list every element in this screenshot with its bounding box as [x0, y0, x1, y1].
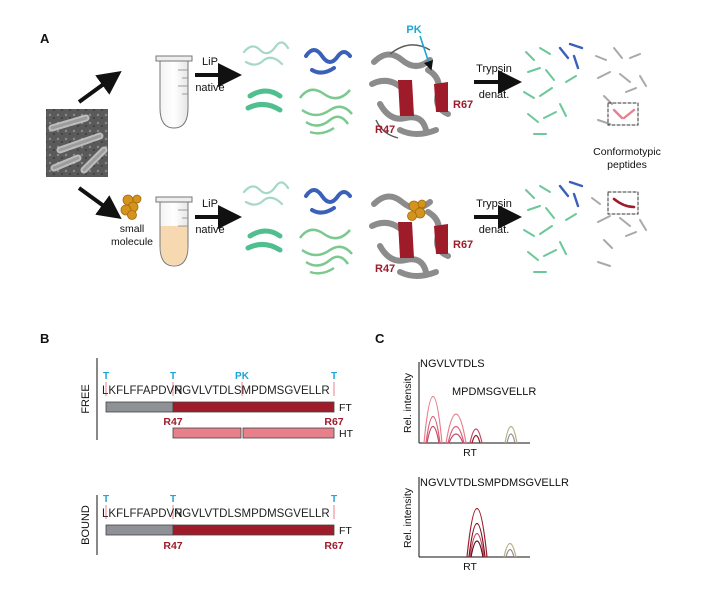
bound-seq-prefix: LKFLFFAPDVR	[102, 508, 183, 520]
free-seq-suffix: NGVLVTDLSMPDMSGVELLR	[174, 385, 330, 397]
top-peaks	[423, 395, 518, 444]
pk-label: PK	[406, 24, 421, 36]
free-label: FREE	[80, 384, 92, 413]
trypsin-label-top: Trypsin	[476, 63, 512, 75]
denat-label-top: denat.	[479, 89, 510, 101]
r67-label-bottom: R67	[453, 239, 473, 251]
sem-bacteria-image	[46, 109, 108, 177]
top-peptide-1: NGVLVTDLS	[420, 358, 485, 370]
panel-b-label: B	[40, 331, 49, 346]
conformotypic-label-1: Conformotypic	[593, 146, 661, 158]
free-ft-bar	[172, 401, 335, 413]
panel-c-label: C	[375, 331, 385, 346]
denat-label-bottom: denat.	[479, 224, 510, 236]
free-seq-prefix: LKFLFFAPDVR	[102, 385, 183, 397]
lip-label-bottom: LiP	[202, 198, 218, 210]
free-r47: R47	[163, 416, 182, 428]
bound-label: BOUND	[80, 505, 92, 545]
tryptic-mark-2: T	[170, 371, 176, 382]
tryptic-mark-3: T	[331, 371, 337, 382]
grey-protein-bottom	[369, 193, 451, 279]
r47-label-bottom: R47	[375, 263, 395, 275]
bottom-ylabel: Rel. intensity	[402, 487, 414, 548]
bound-tryptic-mark-1: T	[103, 494, 109, 505]
peptide-fragments-top	[523, 42, 647, 135]
small-molecule-label-1: small	[120, 223, 145, 235]
free-grey-bar	[105, 401, 174, 413]
bottom-peaks	[466, 507, 517, 558]
bound-ft-bar	[172, 524, 335, 536]
trypsin-label-bottom: Trypsin	[476, 198, 512, 210]
panel-a-label: A	[40, 31, 50, 46]
free-r67: R67	[324, 416, 343, 428]
tryptic-mark-1: T	[103, 371, 109, 382]
pk-mark: PK	[235, 371, 250, 382]
r67-label-top: R67	[453, 99, 473, 111]
top-peptide-2: MPDMSGVELLR	[452, 386, 536, 398]
small-molecule-icon	[120, 194, 142, 220]
arrow-down-right	[77, 186, 122, 220]
ht-label: HT	[339, 428, 354, 440]
bottom-xlabel: RT	[463, 561, 477, 573]
grey-protein-top	[369, 35, 451, 139]
tube-bottom	[155, 196, 193, 267]
bound-seq-suffix: NGVLVTDLSMPDMSGVELLR	[174, 508, 330, 520]
top-ylabel: Rel. intensity	[402, 372, 414, 433]
small-molecule-label-2: molecule	[111, 236, 153, 248]
bound-r67: R67	[324, 540, 343, 552]
bottom-peptide: NGVLVTDLSMPDMSGVELLR	[420, 477, 569, 489]
peptide-fragments-bottom	[523, 180, 647, 273]
ft-label: FT	[339, 402, 352, 414]
arrow-up-right	[77, 70, 122, 104]
bound-tryptic-mark-3: T	[331, 494, 337, 505]
bound-ft-label: FT	[339, 525, 352, 537]
ht-bar-1	[172, 427, 242, 439]
native-label-bottom: native	[195, 224, 224, 236]
native-label-top: native	[195, 82, 224, 94]
ht-bar-2	[242, 427, 335, 439]
r47-label-top: R47	[375, 124, 395, 136]
protein-structures-bottom	[242, 181, 353, 275]
tube-top	[155, 55, 193, 129]
top-xlabel: RT	[463, 447, 477, 459]
bound-grey-bar	[105, 524, 174, 536]
protein-structures-top	[242, 41, 353, 135]
bound-r47: R47	[163, 540, 182, 552]
conformotypic-label-2: peptides	[607, 159, 647, 171]
lip-label-top: LiP	[202, 56, 218, 68]
bound-tryptic-mark-2: T	[170, 494, 176, 505]
